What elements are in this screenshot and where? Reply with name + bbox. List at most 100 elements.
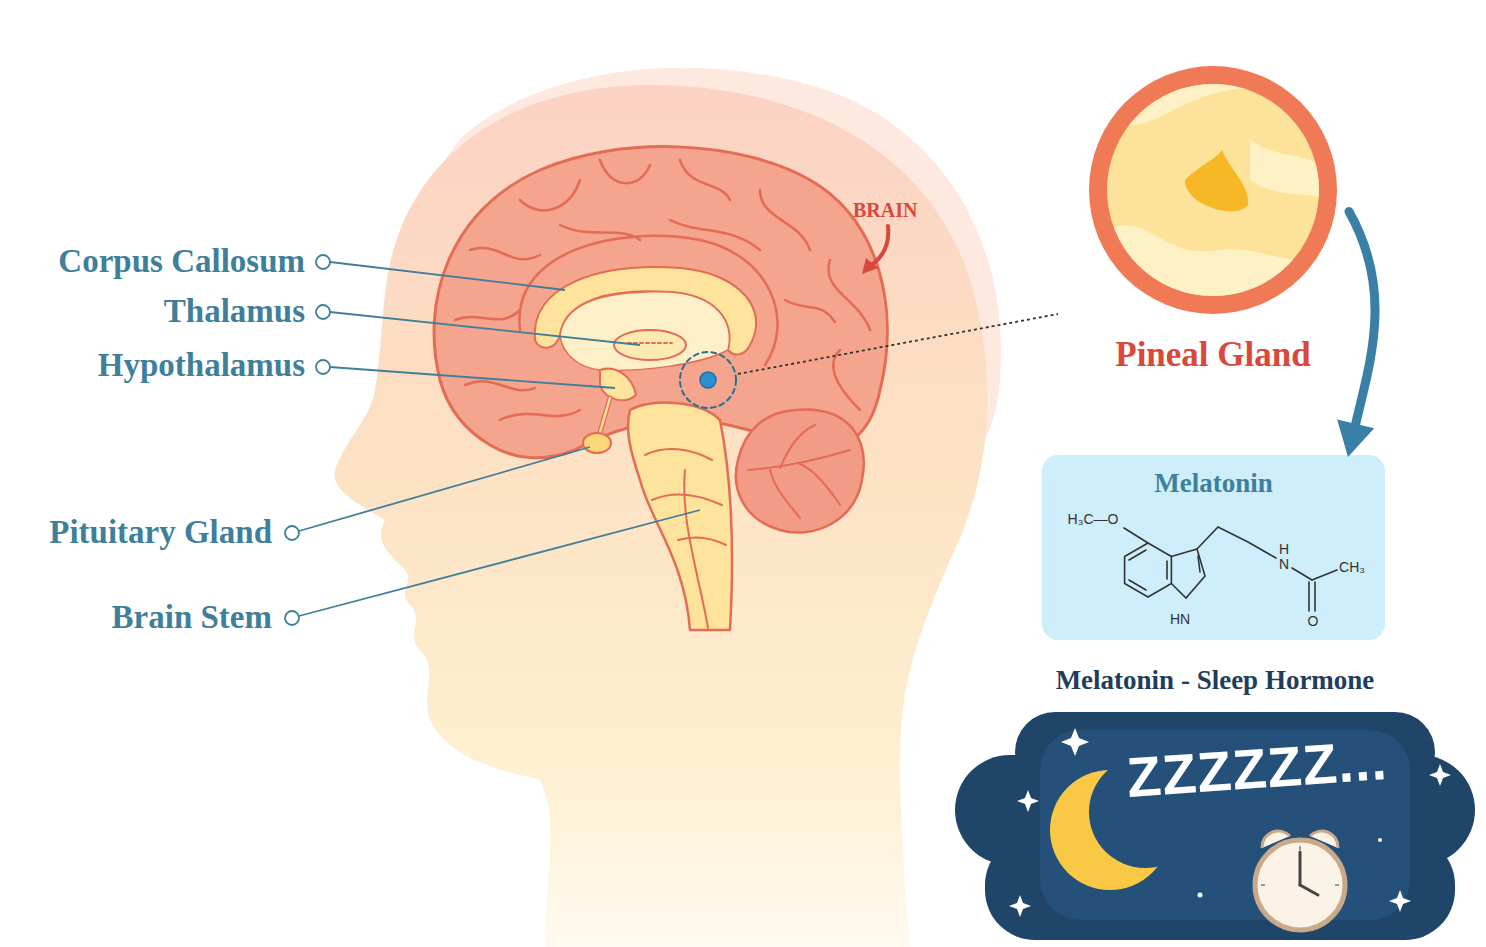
- melatonin-molecule: [1197, 527, 1276, 558]
- melatonin-node: Melatonin: [1034, 455, 1393, 640]
- head-silhouette: [334, 68, 1001, 947]
- melatonin-molecule: [1314, 582, 1316, 611]
- alarm-clock: [1300, 885, 1318, 895]
- alarm-clock: [1255, 831, 1345, 930]
- brain-drawing: [770, 470, 800, 518]
- melatonin-molecule: [1124, 527, 1337, 611]
- flow-arrow: [1337, 211, 1375, 457]
- leader-lines: [316, 305, 330, 319]
- brain-drawing: [470, 248, 540, 259]
- alarm-clock: [1335, 884, 1339, 886]
- brain-drawing: [680, 160, 730, 200]
- night-scene: [1429, 764, 1451, 786]
- brain-arrow: [862, 258, 878, 274]
- brain-drawing: [455, 310, 520, 320]
- melatonin-molecule: [1124, 528, 1148, 543]
- part-label: Brain Stem: [112, 599, 272, 635]
- night-scene: [1061, 728, 1089, 756]
- pineal-circle: [1100, 225, 1330, 320]
- brain-drawing: [760, 190, 810, 250]
- pineal-circle: [1185, 150, 1248, 211]
- melatonin-molecule: [1198, 556, 1200, 572]
- brain-drawing: [652, 495, 722, 505]
- atom-label: HN: [1170, 612, 1190, 627]
- brain-drawing: [785, 300, 835, 322]
- brain-drawing: [600, 398, 610, 432]
- brain-arrow: [870, 226, 888, 266]
- brain-drawing: [500, 410, 580, 420]
- brain-drawing: [628, 403, 732, 630]
- brain-drawing: [560, 292, 729, 371]
- zoom-line: [738, 314, 1058, 374]
- alarm-clock: [1299, 852, 1302, 885]
- night-scene: [1378, 838, 1382, 842]
- arrow-line: [1349, 211, 1375, 423]
- night-scene: [1198, 893, 1203, 898]
- brain-drawing: [748, 450, 850, 470]
- brain-drawing: [465, 381, 535, 390]
- night-scene: [1017, 790, 1039, 812]
- brain-drawing: [684, 470, 708, 628]
- brain-drawing: [600, 369, 636, 400]
- brain-drawing: [434, 147, 887, 630]
- node-title: Pineal Gland: [1077, 336, 1349, 375]
- brain-drawing: [645, 449, 712, 460]
- melatonin-molecule: [1129, 550, 1146, 560]
- leader-lines: [285, 526, 299, 540]
- brain-arrow: [862, 226, 888, 274]
- melatonin-molecule: [1312, 570, 1337, 580]
- leader-lines: [330, 312, 640, 345]
- sleep-text: ZZZZZZ...: [1125, 728, 1390, 810]
- part-label: Pituitary Gland: [49, 514, 272, 550]
- node-title: Melatonin - Sleep Hormone: [947, 666, 1483, 696]
- brain-drawing: [833, 350, 860, 410]
- leader-lines: [299, 510, 700, 616]
- brain-drawing: [780, 425, 815, 468]
- leader-lines: [316, 255, 330, 269]
- leader-lines: [299, 447, 590, 531]
- leader-lines: [316, 360, 330, 374]
- part-label: Thalamus: [164, 293, 305, 329]
- night-scene: [955, 712, 1475, 940]
- pineal-circle: [1100, 70, 1330, 320]
- night-scene: [1009, 728, 1451, 917]
- melatonin-molecule: [1171, 549, 1205, 598]
- melatonin-molecule: [1125, 543, 1172, 597]
- atom-label: N: [1279, 557, 1289, 572]
- atom-label: H: [1279, 542, 1289, 557]
- brain-drawing: [583, 433, 611, 453]
- night-scene: [1389, 890, 1411, 912]
- brain-drawing: [800, 464, 840, 505]
- brain-drawing: [645, 449, 726, 628]
- part-label: Corpus Callosum: [58, 243, 305, 279]
- night-scene: [1009, 895, 1031, 917]
- melatonin-molecule: [1129, 580, 1146, 590]
- leader-lines: [285, 255, 700, 625]
- alarm-clock: [1299, 846, 1301, 850]
- leader-lines: [285, 611, 299, 625]
- pineal-circle: [1100, 70, 1300, 126]
- brain-drawing: [700, 372, 716, 388]
- sleep-node: Melatonin - Sleep HormoneZZZZZZ...: [947, 662, 1483, 942]
- arrow-head: [1337, 420, 1374, 457]
- organ-label: BRAIN: [853, 199, 917, 221]
- brain-drawing: [614, 330, 686, 360]
- melatonin-molecule: [1308, 582, 1310, 611]
- node-title: Melatonin: [1034, 469, 1393, 499]
- brain-drawing: [678, 538, 726, 545]
- brain-drawing: [736, 410, 864, 533]
- pineal-circle: [1089, 66, 1337, 320]
- alarm-clock: [1255, 840, 1345, 930]
- brain-drawing: [520, 180, 580, 210]
- head-silhouette: [334, 85, 987, 947]
- atom-label: O: [1308, 614, 1319, 629]
- leader-lines: [330, 262, 565, 290]
- brain-drawing: [680, 352, 736, 408]
- part-label: Hypothalamus: [98, 347, 305, 383]
- brain-drawing: [748, 425, 850, 518]
- brain-drawing: [600, 398, 610, 432]
- melatonin-molecule: [1166, 561, 1168, 579]
- atom-label: H₃C—O: [1068, 512, 1119, 527]
- melatonin-molecule: [1292, 568, 1312, 580]
